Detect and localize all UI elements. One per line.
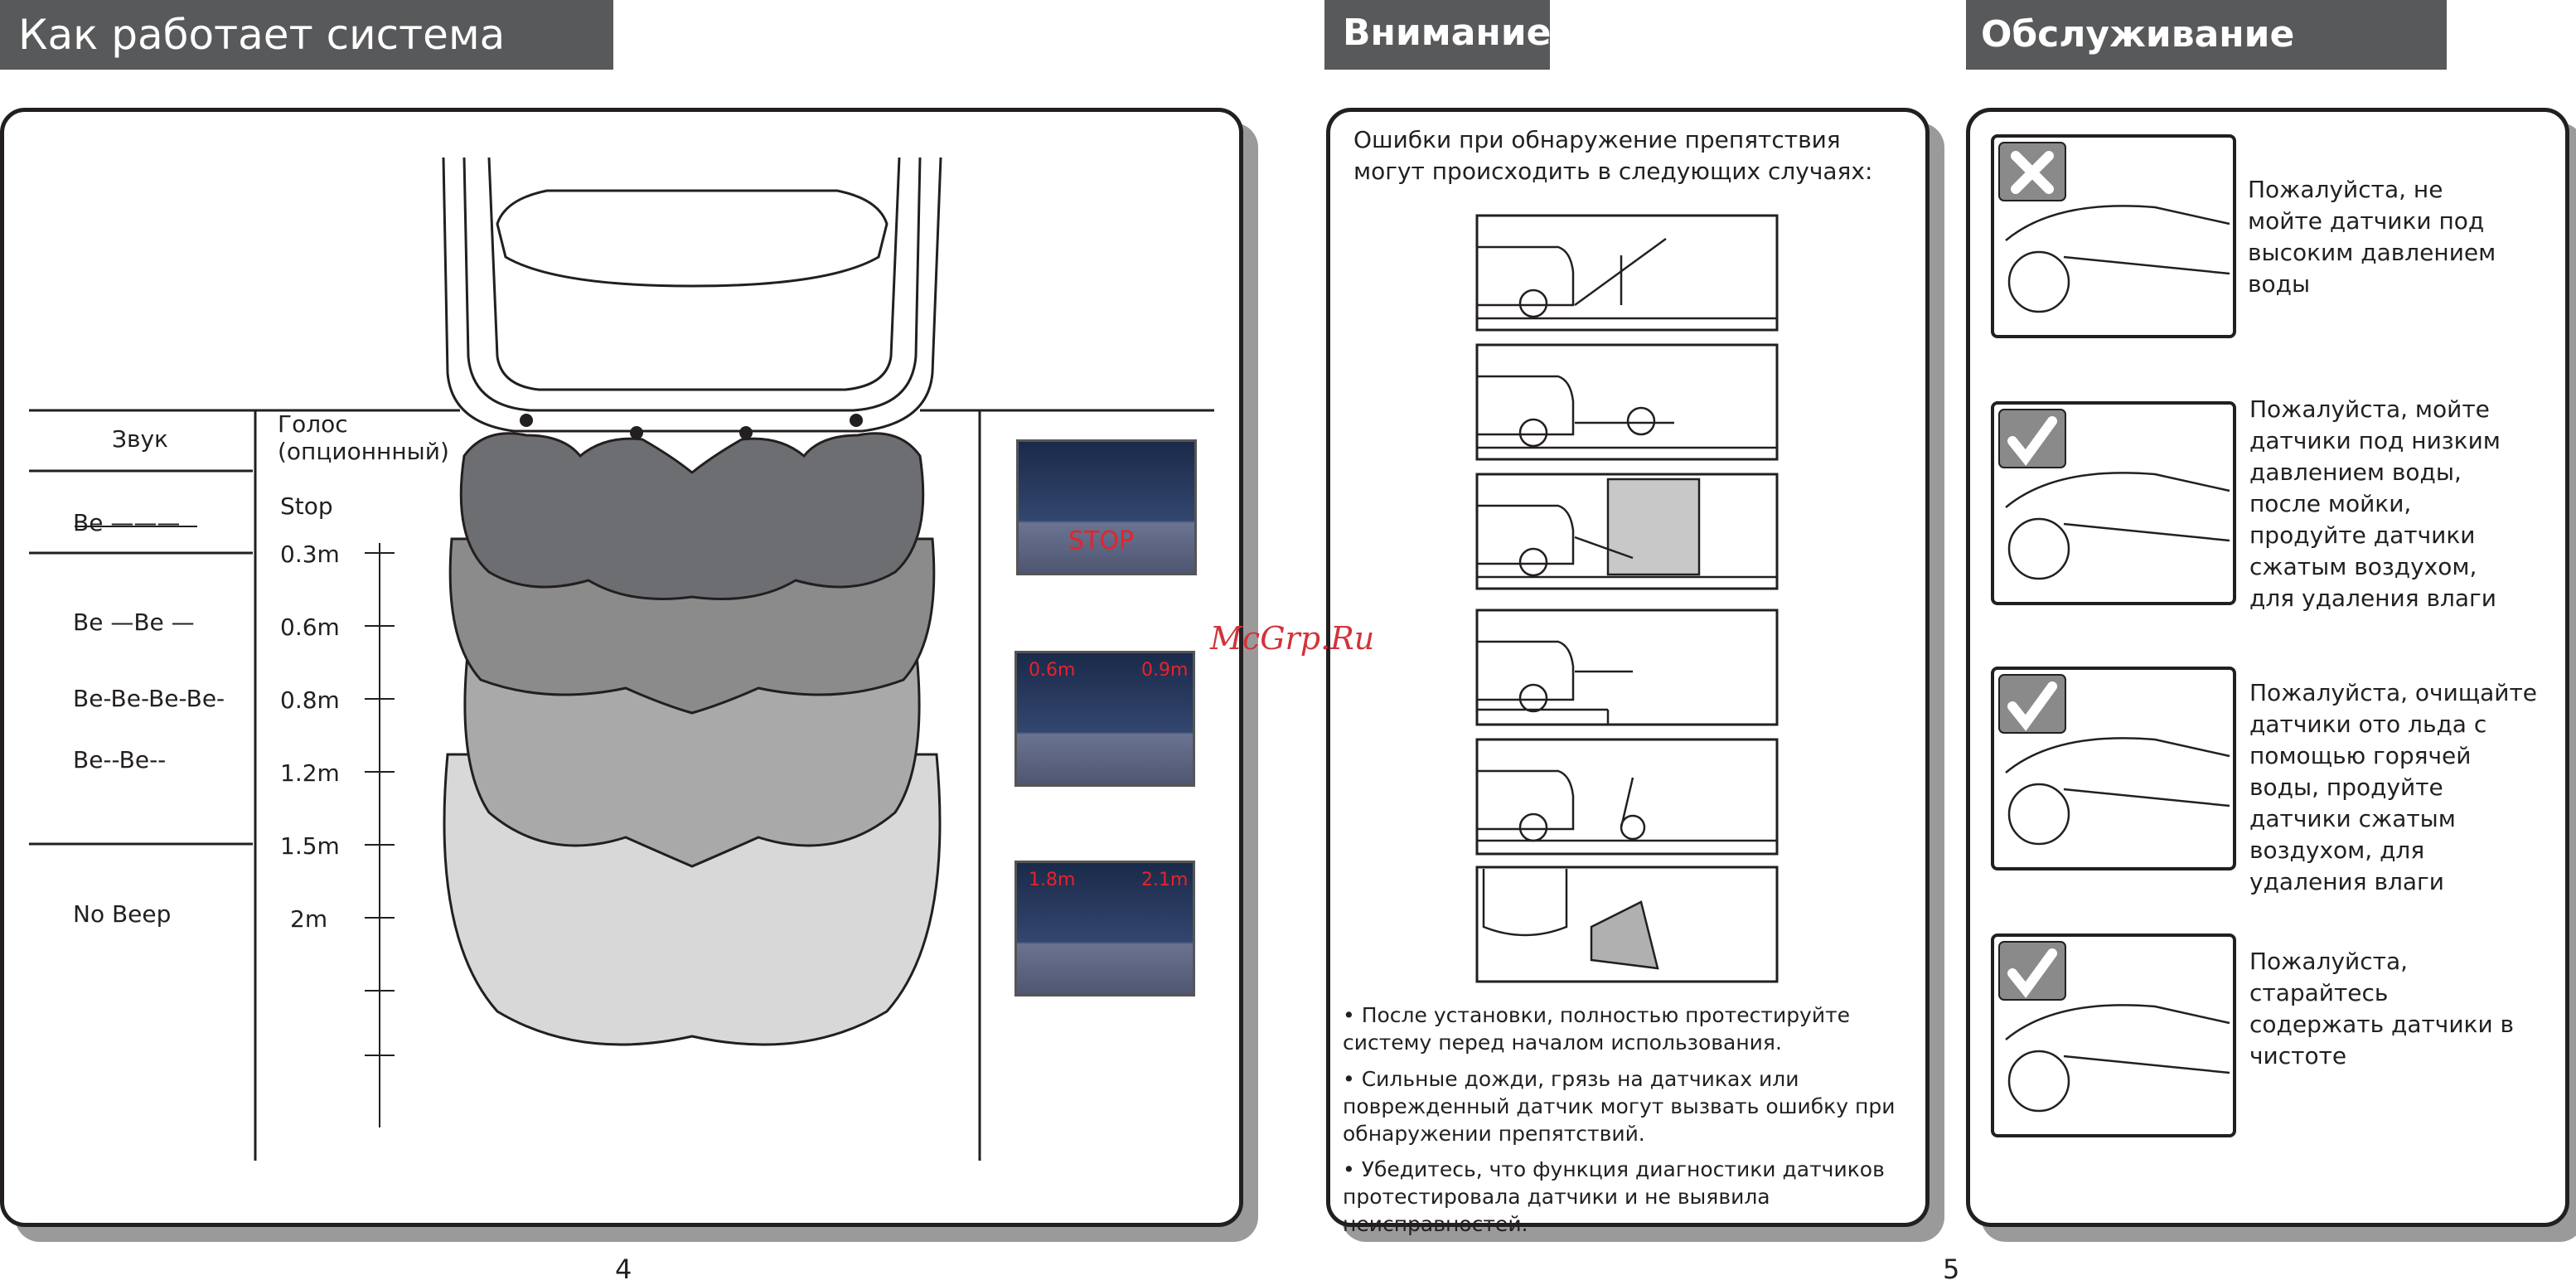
maintenance-item-3: Пожалуйста, очищайте датчики ото льда с …	[2249, 679, 2538, 895]
column-sound: Звук	[112, 425, 168, 453]
attention-bullet-3: • Убедитесь, что функция диагностики дат…	[1343, 1157, 1885, 1236]
camera-photo-stop: STOP	[1016, 439, 1197, 575]
check-icon	[1999, 410, 2065, 468]
watermark: McGrp.Ru	[1210, 620, 1375, 657]
sound-fast: Be-Be-Be-Be-	[73, 685, 225, 712]
cross-icon	[1999, 143, 2065, 201]
attention-bullet-2: • Сильные дожди, грязь на датчиках или п…	[1343, 1067, 1896, 1146]
system-diagram	[29, 157, 1214, 1161]
check-icon	[1999, 675, 2065, 733]
page-number-right: 5	[1943, 1253, 1960, 1285]
maintenance-item-4: Пожалуйста, старайтесь содержать датчики…	[2249, 948, 2515, 1069]
distance-label: 2m	[290, 905, 328, 933]
distance-label: 0.6m	[280, 613, 340, 641]
photo-label: STOP	[1068, 526, 1135, 555]
panel-attention	[1326, 108, 1930, 1227]
header-sensor-maintenance: Обслуживание датчиков	[1966, 0, 2447, 125]
voice-stop: Stop	[280, 492, 333, 520]
distance-label: 0.3m	[280, 541, 340, 568]
camera-photo-far: 1.8m 2.1m	[1014, 861, 1195, 996]
header-attention: Внимание	[1324, 0, 1552, 70]
attention-intro: Ошибки при обнаружение препятствия могут…	[1353, 126, 1873, 185]
maintenance-item-2: Пожалуйста, мойте датчики под низким дав…	[2249, 395, 2501, 612]
maintenance-figures	[1991, 134, 2236, 1137]
column-voice: Голос	[278, 410, 348, 438]
photo-label: 2.1m	[1141, 870, 1189, 890]
attention-bullet-1: • После установки, полностью протестируй…	[1343, 1003, 1851, 1055]
page-number-left: 4	[615, 1253, 632, 1285]
distance-label: 1.5m	[280, 832, 340, 860]
photo-label: 1.8m	[1029, 870, 1076, 890]
distance-label: 1.2m	[280, 759, 340, 787]
distance-label: 0.8m	[280, 686, 340, 714]
sound-none: No Beep	[73, 900, 172, 928]
sound-continuous: Be ———	[73, 509, 181, 536]
camera-photo-mid: 0.6m 0.9m	[1014, 651, 1195, 787]
sound-slow: Be--Be--	[73, 746, 167, 773]
maintenance-item-1: Пожалуйста, не мойте датчики под высоким…	[2248, 176, 2496, 298]
check-icon	[1999, 942, 2065, 1000]
sound-be-be: Be —Be —	[73, 609, 195, 636]
photo-label: 0.9m	[1141, 660, 1189, 681]
photo-label: 0.6m	[1029, 660, 1076, 681]
header-how-it-works: Как работает система	[0, 0, 613, 70]
error-cases-figures	[1475, 214, 1779, 983]
column-voice-optional: (опционнный)	[278, 438, 449, 465]
